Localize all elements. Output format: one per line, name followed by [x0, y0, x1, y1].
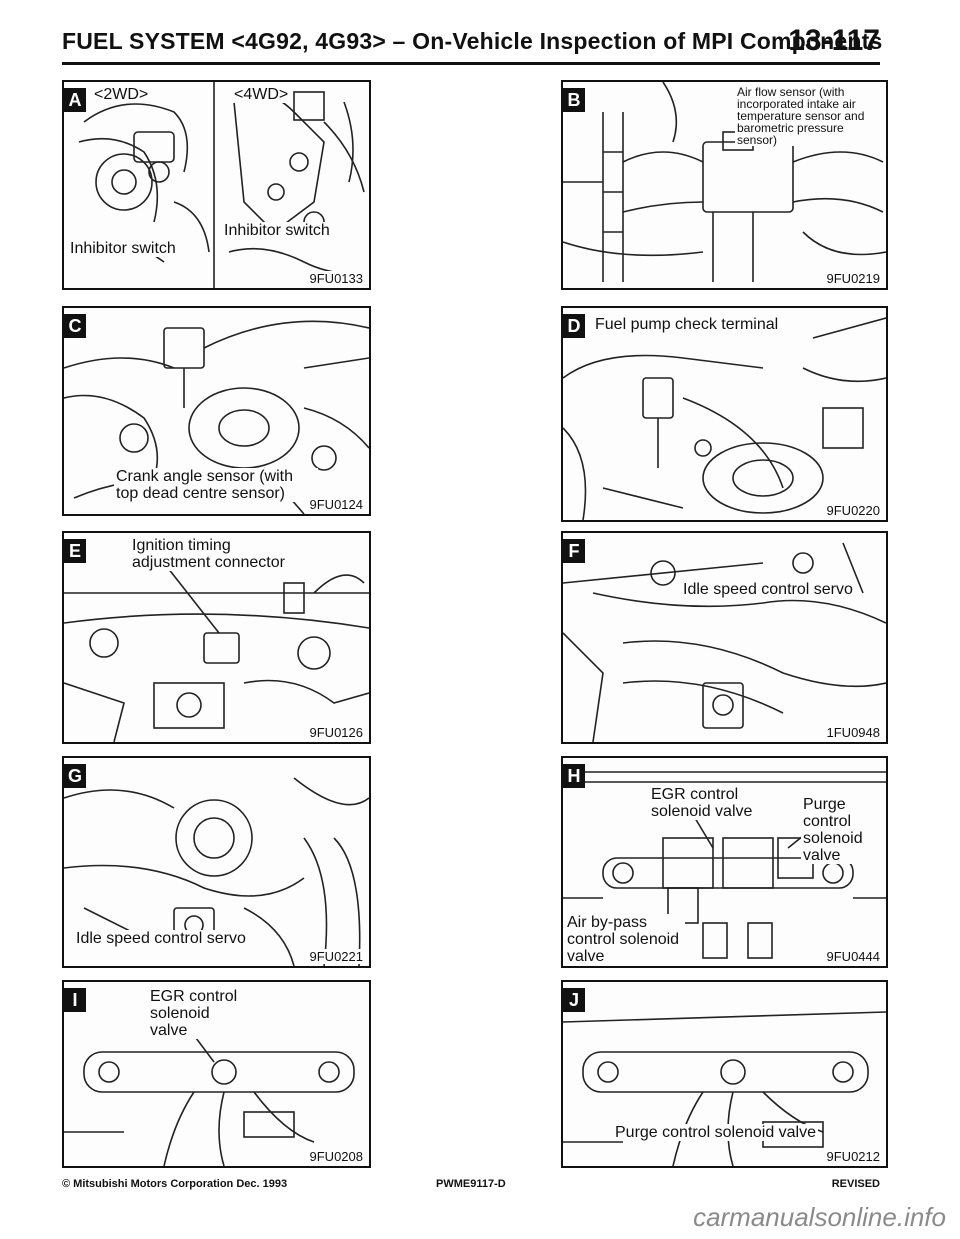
figure-code-i: 9FU0208 [307, 1149, 365, 1164]
figure-panel-d: D Fuel pump check terminal 9FU0220 [561, 306, 888, 522]
engine-illustration-a [73, 82, 365, 288]
panel-letter-h: H [563, 764, 585, 788]
figure-code-g: 9FU0221 [307, 949, 365, 964]
label-purge-control-solenoid-valve-h: Purge control solenoid valve [801, 796, 883, 864]
figure-code-f: 1FU0948 [824, 725, 882, 740]
figure-panel-g: G Idle speed control servo 9FU0221 [62, 756, 371, 968]
page-number: 13-117 [788, 24, 880, 57]
figure-panel-e: E Ignition timing adjustment connector 9… [62, 531, 371, 744]
engine-illustration-e [64, 562, 369, 742]
engine-illustration-b [563, 82, 886, 282]
label-adjustment-connector: adjustment connector [130, 554, 287, 571]
label-2wd: <2WD> [92, 86, 151, 103]
label-ignition-timing: Ignition timing [130, 537, 233, 554]
figure-panel-j: J Purge control solenoid valve 9FU0212 [561, 980, 888, 1168]
label-inhibitor-switch-right: Inhibitor switch [222, 222, 332, 239]
figure-code-d: 9FU0220 [824, 503, 882, 518]
panel-letter-d: D [563, 314, 585, 338]
footer-doc-code: PWME9117-D [436, 1178, 506, 1190]
watermark: carmanualsonline.info [693, 1202, 946, 1232]
label-fuel-pump-check-terminal: Fuel pump check terminal [593, 316, 781, 333]
header-rule [62, 62, 880, 65]
figure-code-h: 9FU0444 [824, 949, 882, 964]
figure-panel-f: F Idle speed control servo 1FU0948 [561, 531, 888, 744]
label-crank-angle-sensor: Crank angle sensor (with top dead centre… [114, 468, 318, 502]
panel-letter-e: E [64, 539, 86, 563]
label-idle-speed-control-servo-f: Idle speed control servo [681, 581, 855, 598]
engine-illustration-f [563, 542, 886, 742]
figure-code-b: 9FU0219 [824, 271, 882, 286]
engine-illustration-d [563, 317, 886, 520]
engine-illustration-g [64, 777, 369, 966]
label-purge-control-solenoid-valve-j: Purge control solenoid valve [613, 1124, 819, 1141]
label-inhibitor-switch-left: Inhibitor switch [68, 240, 178, 257]
label-egr-control-solenoid-valve-i: EGR control solenoid valve [148, 988, 252, 1039]
figure-code-j: 9FU0212 [824, 1149, 882, 1164]
panel-letter-i: I [64, 988, 86, 1012]
label-egr-control-solenoid-valve-h: EGR control solenoid valve [649, 786, 763, 820]
label-idle-speed-control-servo-g: Idle speed control servo [74, 930, 248, 947]
panel-letter-c: C [64, 314, 86, 338]
panel-letter-a: A [64, 88, 86, 112]
figure-panel-a: A <2WD> <4WD> Inhibitor switch Inhibitor… [62, 80, 371, 290]
panel-letter-g: G [64, 764, 86, 788]
figure-panel-b: B Air flow sensor (with incorporated int… [561, 80, 888, 290]
footer-copyright: © Mitsubishi Motors Corporation Dec. 199… [62, 1178, 288, 1190]
figure-code-c: 9FU0124 [307, 497, 365, 512]
panel-letter-b: B [563, 88, 585, 112]
label-air-flow-sensor: Air flow sensor (with incorporated intak… [735, 86, 871, 146]
engine-illustration-i [64, 1021, 355, 1166]
panel-letter-j: J [563, 988, 585, 1012]
figure-panel-i: I EGR control solenoid valve 9FU0208 [62, 980, 371, 1168]
label-4wd: <4WD> [232, 86, 291, 103]
figure-panel-c: C Crank angle sensor (with top dead cent… [62, 306, 371, 516]
page-title: FUEL SYSTEM <4G92, 4G93> – On-Vehicle In… [62, 28, 883, 54]
panel-letter-f: F [563, 539, 585, 563]
footer-status: REVISED [831, 1178, 880, 1190]
figure-code-a: 9FU0133 [307, 271, 365, 286]
figure-panel-h: H EGR control solenoid valve Purge contr… [561, 756, 888, 968]
figure-code-e: 9FU0126 [307, 725, 365, 740]
label-air-bypass-control-solenoid-valve: Air by-pass control solenoid valve [565, 914, 685, 965]
